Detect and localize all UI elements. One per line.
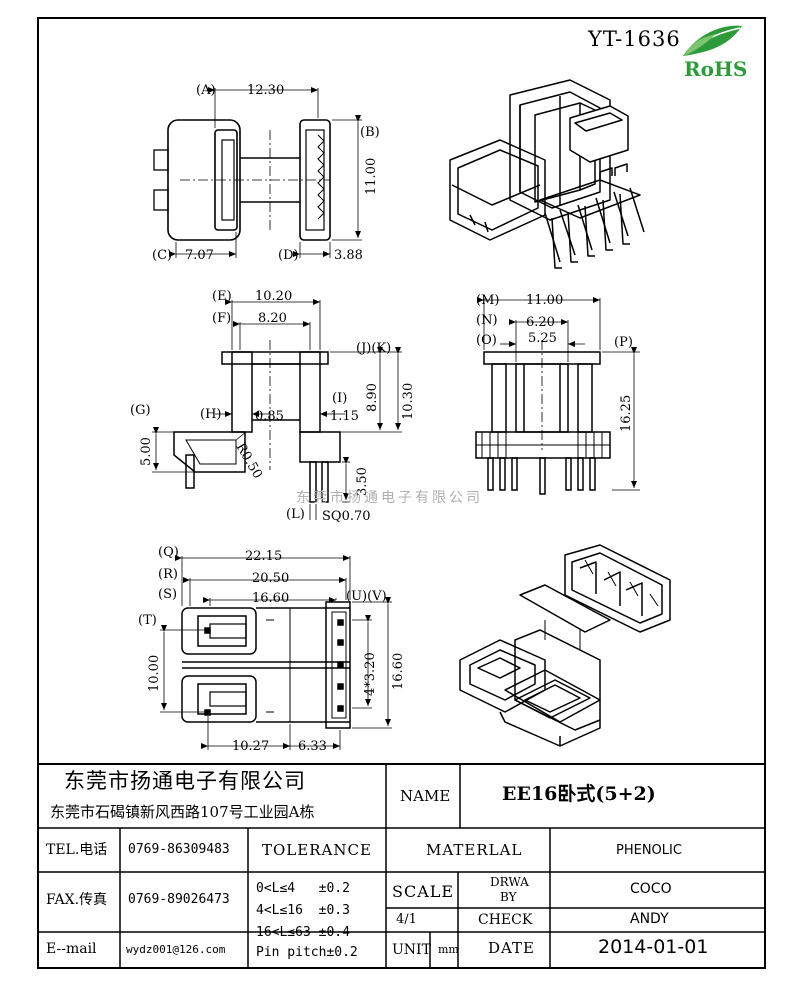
dim-a: 12.30	[247, 83, 284, 98]
label-c: (C)	[152, 248, 172, 263]
drawn-label-2: BY	[500, 890, 517, 904]
tel-label: TEL.电话	[46, 842, 108, 858]
rohs-label: RoHS	[684, 57, 747, 81]
label-h: (H)	[200, 407, 222, 422]
dim-n: 6.20	[526, 315, 555, 330]
dim-s: 16.60	[252, 591, 289, 606]
dim-g: 5.00	[139, 437, 154, 466]
email-label: E--mail	[46, 941, 97, 957]
fax-value: 0769-89026473	[128, 892, 230, 907]
label-i: (I)	[332, 391, 347, 406]
bottom-view	[160, 555, 392, 750]
date-label: DATE	[488, 939, 535, 957]
label-d: (D)	[278, 248, 299, 263]
drawn-label-1: DRWA	[490, 875, 529, 889]
scale-label: SCALE	[392, 882, 455, 901]
dim-l: 3.50	[355, 467, 370, 496]
dim-j: 8.90	[365, 383, 380, 412]
tolerance-row-4: Pin pitch±0.2	[256, 945, 358, 960]
dim-k: 10.30	[401, 383, 416, 420]
dim-m: 11.00	[526, 293, 563, 308]
label-l: (L)	[286, 507, 305, 522]
dim-c: 7.07	[185, 248, 214, 263]
unit-label: UNIT	[392, 942, 431, 958]
dim-r-bottom: 20.50	[252, 571, 289, 586]
label-uv: (U)(V)	[346, 589, 387, 604]
label-jk: (J)(K)	[356, 341, 391, 356]
label-p: (P)	[614, 335, 633, 350]
company-address: 东莞市石碣镇新风西路107号工业园A栋	[50, 803, 315, 821]
label-r: (R)	[158, 567, 178, 582]
sheet-border	[37, 17, 766, 969]
label-o: (O)	[476, 333, 497, 348]
dim-w: 10.27	[232, 739, 269, 754]
material-label: MATERLAL	[426, 841, 523, 859]
dim-t: 10.00	[147, 655, 162, 692]
date-value: 2014-01-01	[598, 936, 709, 958]
front-view	[475, 297, 640, 495]
label-e: (E)	[212, 289, 232, 304]
rohs-logo: RoHS	[683, 25, 747, 81]
tolerance-row-2: 4<L≤16 ±0.3	[256, 903, 350, 918]
tel-value: 0769-86309483	[128, 842, 230, 857]
label-m: (M)	[476, 293, 499, 308]
fax-label: FAX.传真	[46, 892, 108, 908]
dim-d: 3.88	[334, 248, 363, 263]
watermark: 东莞市扬通电子有限公司	[296, 489, 483, 506]
label-t: (T)	[138, 613, 157, 628]
dim-p: 16.25	[619, 395, 634, 432]
isometric-view-bottom	[459, 544, 671, 747]
dim-r: R0.50	[233, 441, 265, 482]
part-code: YT-1636	[587, 27, 681, 51]
check-value: ANDY	[630, 911, 669, 927]
material-value: PHENOLIC	[616, 843, 682, 858]
label-f: (F)	[212, 311, 231, 326]
dim-e: 10.20	[255, 289, 292, 304]
check-label: CHECK	[478, 912, 533, 928]
dim-q: 22.15	[245, 549, 282, 564]
dim-u: 4*3.20	[363, 652, 378, 696]
dim-h: 0.85	[255, 409, 284, 424]
dim-f: 8.20	[258, 311, 287, 326]
title-block	[38, 763, 765, 968]
tolerance-row-3: 16<L≤63 ±0.4	[256, 925, 350, 940]
company-name: 东莞市扬通电子有限公司	[64, 769, 306, 793]
scale-value: 4/1	[396, 912, 417, 927]
label-q: (Q)	[158, 545, 179, 560]
label-a: (A)	[196, 83, 216, 98]
dim-i: 1.15	[330, 409, 359, 424]
unit-value: mm	[438, 943, 459, 956]
dim-x: 6.33	[298, 739, 327, 754]
dim-b: 11.00	[364, 158, 379, 195]
dim-o: 5.25	[528, 331, 557, 346]
name-label: NAME	[400, 787, 451, 805]
tolerance-row-1: 0<L≤4 ±0.2	[256, 881, 350, 896]
label-g: (G)	[130, 403, 151, 418]
dim-sq: SQ0.70	[322, 509, 371, 524]
drawn-value: COCO	[630, 881, 672, 897]
top-view	[153, 87, 362, 258]
part-name: EE16卧式(5+2)	[502, 783, 656, 805]
label-n: (N)	[476, 313, 498, 328]
isometric-view-top	[449, 79, 645, 269]
side-view	[152, 299, 402, 520]
label-b: (B)	[360, 125, 380, 140]
email-value: wydz001@126.com	[126, 943, 226, 956]
label-s: (S)	[158, 587, 177, 602]
tolerance-label: TOLERANCE	[262, 841, 372, 859]
dim-v: 16.60	[391, 653, 406, 690]
